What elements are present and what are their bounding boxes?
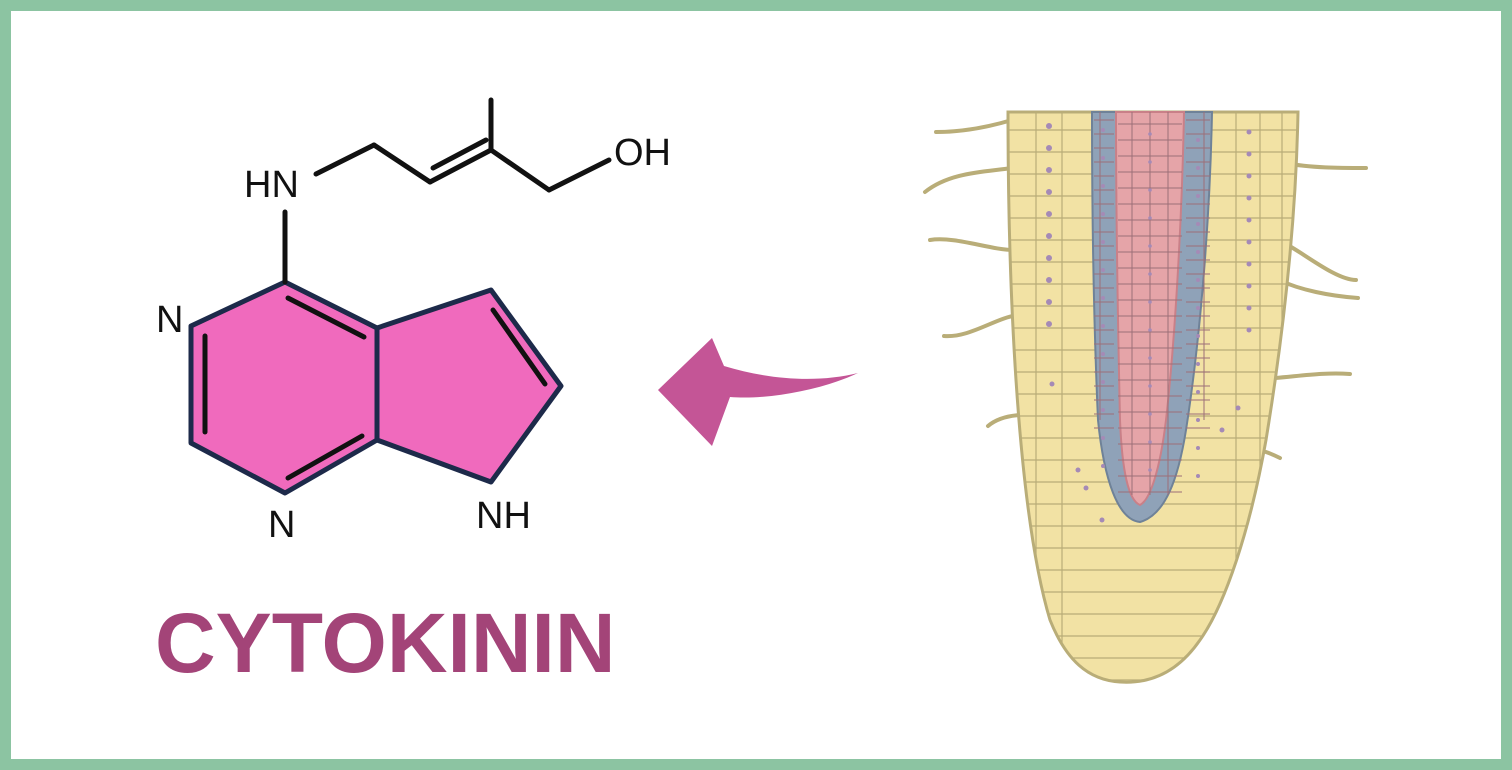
cell-nuclei — [1046, 123, 1252, 523]
n-bottom-label: N — [268, 504, 295, 546]
cytokinin-molecule: HN OH N N NH — [156, 97, 671, 546]
pyrimidine-ring — [188, 279, 380, 496]
root-tip-illustration — [923, 110, 1368, 684]
side-chain — [282, 97, 612, 285]
title: CYTOKININ — [155, 596, 615, 690]
n-top-label: N — [156, 299, 183, 341]
double-bonds — [202, 295, 548, 481]
curved-arrow-icon — [658, 338, 858, 446]
oh-label: OH — [614, 132, 671, 174]
pyrrole-ring — [374, 287, 564, 485]
nh-label: NH — [476, 495, 531, 537]
hn-label: HN — [244, 164, 299, 206]
stele-cells — [1094, 112, 1210, 495]
